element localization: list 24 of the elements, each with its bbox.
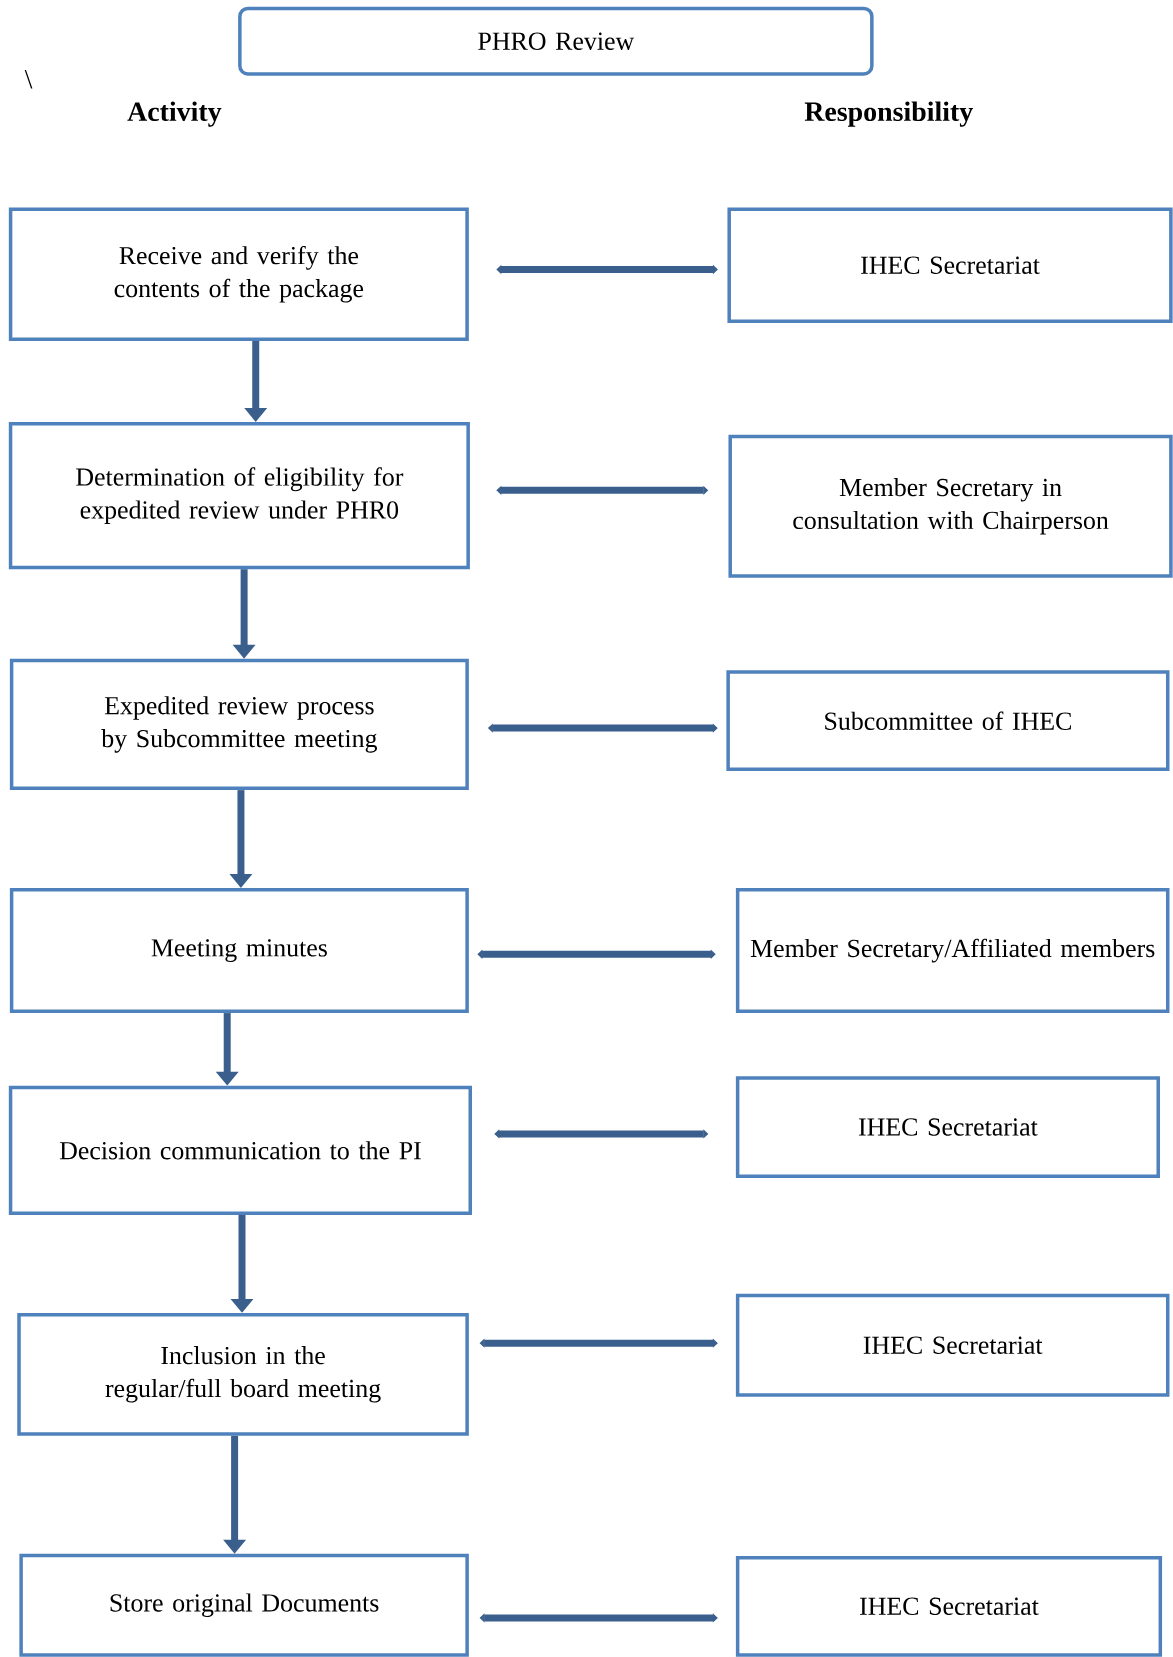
- responsibility-box: Subcommittee of IHEC: [726, 670, 1170, 772]
- activity-box: Receive and verify the contents of the package: [8, 207, 469, 341]
- responsibility-box: Member Secretary in consultation with Chairperson: [728, 434, 1173, 578]
- activity-box: Inclusion in the regular/full board meeting: [17, 1312, 469, 1436]
- responsibility-box: IHEC Secretariat: [727, 207, 1173, 323]
- column-heading: Activity: [127, 101, 222, 127]
- title-box: PHRO Review: [238, 6, 874, 76]
- activity-box: Decision communication to the PI: [8, 1085, 472, 1215]
- responsibility-box: IHEC Secretariat: [735, 1293, 1170, 1397]
- arrow: [479, 1338, 718, 1348]
- responsibility-box: IHEC Secretariat: [735, 1076, 1160, 1178]
- responsibility-box: IHEC Secretariat: [735, 1555, 1163, 1657]
- activity-box: Store original Documents: [19, 1553, 469, 1657]
- arrow: [479, 1613, 718, 1623]
- activity-box: Meeting minutes: [9, 888, 469, 1014]
- stray-mark: \: [24, 69, 33, 89]
- arrow: [494, 1129, 709, 1139]
- activity-box: Determination of eligibility for expedited review under PHR0: [8, 422, 470, 570]
- responsibility-box: Member Secretary/Affiliated members: [735, 888, 1170, 1014]
- arrow: [496, 485, 709, 495]
- column-heading: Responsibility: [804, 101, 973, 127]
- arrow: [496, 264, 718, 275]
- arrow: [477, 949, 716, 959]
- activity-box: Expedited review process by Subcommittee meeting: [9, 658, 469, 791]
